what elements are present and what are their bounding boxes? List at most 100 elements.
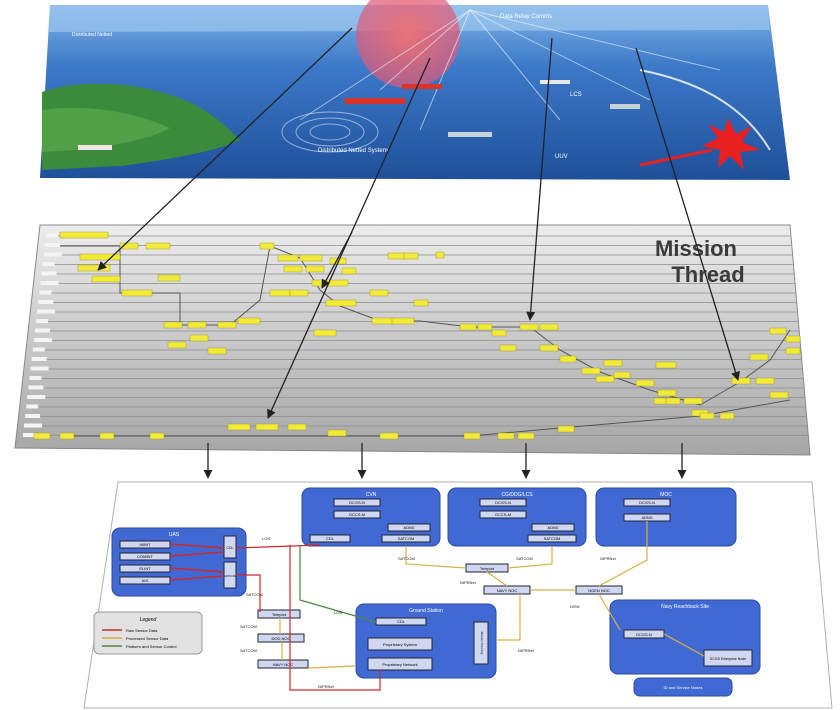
thread-activity-box — [683, 397, 703, 405]
node-label: NAVY NOC — [497, 588, 518, 593]
node-title: Ground Station — [409, 608, 443, 614]
lane-label-marker — [22, 433, 35, 437]
thread-activity-box — [287, 423, 307, 431]
thread-activity-box — [79, 253, 121, 261]
thread-activity-box — [769, 391, 789, 399]
lane-label-marker — [27, 395, 46, 399]
thread-activity-box — [217, 321, 237, 329]
submarine-icon — [610, 104, 640, 109]
node-uas: UAS IMINT COMINT ELINT AIS CDL SATCOM — [111, 527, 247, 597]
thread-activity-box — [283, 265, 303, 273]
thread-activity-box — [91, 275, 121, 283]
thread-activity-box — [719, 412, 735, 420]
node-item: DCGS-N — [495, 500, 511, 505]
scenario-label: UUV — [555, 154, 568, 160]
thread-activity-box — [269, 289, 291, 297]
thread-activity-box — [313, 329, 337, 337]
node-item: GCCS-M — [349, 512, 365, 517]
node-moc: MOC DCGS-N ADNS — [595, 487, 737, 547]
legend: Legend Raw Sensor Data Processed Sensor … — [93, 611, 203, 655]
link-label: SATCOM — [240, 624, 257, 629]
legend-entry: Platform and Sensor Control — [126, 644, 177, 649]
node-item: SATCOM — [544, 536, 561, 541]
node-item: DCGS Enterprise Node — [710, 657, 746, 661]
ship-icon — [345, 98, 405, 104]
thread-activity-box — [539, 344, 559, 352]
thread-activity-box — [497, 432, 515, 440]
architecture-panel: CVN DCGS-N GCCS-M ADNS SATCOM CDL CG/DDG… — [83, 481, 833, 709]
link-label: LOS — [334, 610, 342, 615]
scenario-label: Data Relay Comms — [500, 14, 552, 20]
thread-activity-box — [581, 367, 601, 375]
thread-activity-box — [387, 252, 407, 260]
thread-activity-box — [731, 377, 751, 385]
link-label: SATCOM — [246, 592, 263, 597]
arrow-thread-internal — [321, 231, 353, 289]
legend-entry: Raw Sensor Data — [126, 628, 158, 633]
link-label: NIPRNet — [460, 580, 477, 585]
legend-entry: Processed Sensor Data — [126, 636, 169, 641]
thread-activity-box — [477, 323, 493, 331]
link-label: SATCOM — [398, 556, 415, 561]
lane-label-marker — [24, 423, 42, 428]
lane-label-marker — [46, 233, 58, 238]
node-item: Mission Planning — [480, 632, 484, 655]
lane-label-marker — [38, 300, 54, 304]
thread-activity-box — [657, 389, 677, 397]
thread-activity-box — [557, 425, 575, 433]
thread-activity-box — [145, 242, 171, 250]
lane-label-marker — [28, 385, 44, 390]
lane-labels — [22, 233, 62, 437]
thread-activity-box — [163, 321, 183, 329]
thread-connectors — [60, 245, 791, 437]
thread-activity-box — [341, 267, 357, 275]
node-item: GCCS-M — [495, 512, 511, 517]
thread-activity-box — [755, 377, 775, 385]
legend-title: Legend — [140, 617, 157, 623]
node-item: CDL — [226, 546, 233, 550]
node-ground-station: Ground Station CDL Proprietary System Pr… — [355, 603, 497, 679]
node-item: DCGS-N — [636, 632, 652, 637]
node-item: COMINT — [137, 554, 153, 559]
thread-activity-box — [459, 323, 477, 331]
thread-activity-box — [77, 264, 111, 272]
scenario-label: LCS — [570, 92, 582, 98]
thread-activity-box — [463, 432, 481, 440]
node-item: ELINT — [139, 566, 151, 571]
thread-activity-box — [121, 289, 153, 297]
lane-label-marker — [44, 243, 60, 247]
lane-label-marker — [25, 414, 41, 418]
thread-activity-box — [603, 359, 623, 367]
lane-label-marker — [31, 357, 47, 361]
node-cg-ddg-lcs: CG/DDG/LCS DCGS-N GCCS-M ADNS SATCOM — [447, 487, 587, 547]
link-label: SATCOM — [240, 648, 257, 653]
thread-activity-box — [157, 274, 181, 282]
lane-label-marker — [39, 290, 52, 295]
thread-activity-box — [119, 242, 139, 250]
node-label: DOD NOC — [272, 636, 291, 641]
thread-activity-box — [189, 334, 209, 342]
mission-thread-panel: Mission Thread — [14, 224, 811, 456]
thread-activity-box — [149, 432, 165, 440]
node-label: NAVY NOC — [273, 662, 294, 667]
scenario-label: Distributed Netted — [72, 32, 112, 38]
uuv-path — [639, 69, 771, 151]
lane-label-marker — [43, 252, 62, 257]
scenario-label: Distributed Netted System — [318, 148, 388, 154]
thread-activity-box — [785, 335, 801, 343]
node-title: CVN — [366, 492, 377, 498]
navy-noc-node — [257, 659, 309, 669]
lane-label-marker — [32, 347, 45, 352]
node-item: CDL — [326, 536, 335, 541]
thread-activity-box — [539, 323, 559, 331]
thread-activity-box — [255, 423, 279, 431]
node-title: Navy Reachback Site — [661, 604, 709, 610]
thread-activity-box — [559, 355, 577, 363]
link-label: NIPRNet — [318, 684, 335, 689]
thread-activity-box — [99, 432, 115, 440]
node-item: SATCOM — [224, 574, 237, 578]
dod-noc-node — [257, 633, 305, 643]
thread-activity-box — [655, 361, 677, 369]
thread-activity-box — [187, 321, 207, 329]
node-title: UAS — [169, 532, 180, 538]
